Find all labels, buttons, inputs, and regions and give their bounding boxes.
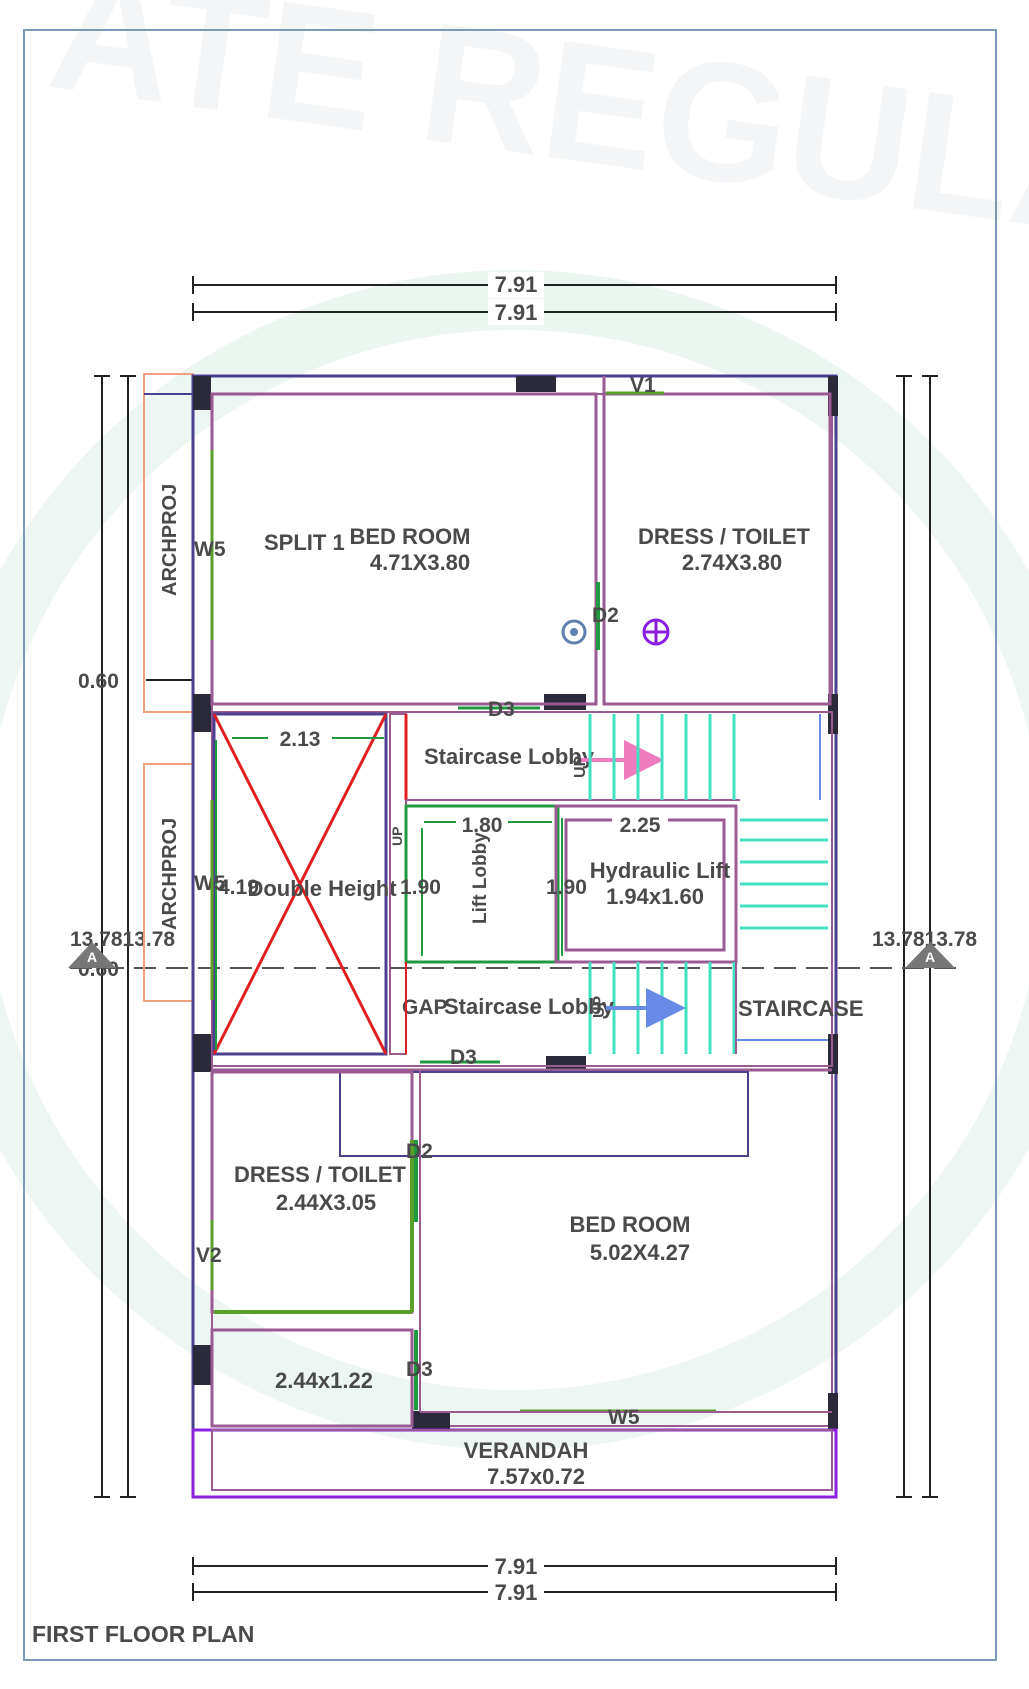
- dim-lift-h: 1.90: [546, 876, 587, 899]
- lift-lobby-label: Lift Lobby: [470, 832, 491, 924]
- archproj-label-2: ARCHPROJ: [159, 818, 181, 930]
- verandah-name: VERANDAH: [464, 1438, 589, 1463]
- dim-top-1: 7.91: [495, 272, 538, 297]
- dress-toilet-1-outline: [602, 392, 832, 706]
- section-mark-left: A: [68, 942, 116, 968]
- columns: [193, 376, 838, 1429]
- window-w5-left-2: W5: [194, 872, 226, 895]
- dress-toilet-1-size: 2.74X3.80: [682, 550, 782, 575]
- dress-toilet-2-name: DRESS / TOILET: [234, 1162, 407, 1187]
- up-label-3: UP: [591, 995, 608, 1018]
- label-d3-bottom: D3: [406, 1358, 433, 1381]
- dim-left-side: 13.7813.78: [70, 928, 175, 951]
- ceiling-fixture-1: [561, 619, 587, 645]
- dim-double-height-h: 4.19: [218, 876, 259, 899]
- hydraulic-lift-name: Hydraulic Lift: [590, 858, 731, 883]
- staircase-lobby-2-label: Staircase Lobby: [444, 994, 615, 1019]
- double-height-label: Double Height: [247, 876, 397, 901]
- watermark-text: ATE REGULA: [39, 0, 1029, 275]
- split-label: SPLIT 1: [264, 530, 345, 555]
- small-room-outline: [210, 1328, 414, 1428]
- dim-lift-lobby-h: 1.90: [400, 876, 441, 899]
- section-mark-right: A: [905, 942, 955, 968]
- dim-left-offset: 0.60: [78, 670, 119, 693]
- bedroom-1-size: 4.71X3.80: [370, 550, 470, 575]
- dim-bottom-2: 7.91: [495, 1580, 538, 1605]
- dim-double-height-w: 2.13: [280, 728, 321, 751]
- bedroom-2-top-recess: [339, 1071, 749, 1157]
- gap-label: GAP: [402, 996, 448, 1019]
- bedroom-1-name: BED ROOM: [350, 524, 471, 549]
- bedroom-2-name: BED ROOM: [570, 1212, 691, 1237]
- staircase-lobby-1-label: Staircase Lobby: [424, 744, 595, 769]
- label-d2-top: D2: [592, 604, 619, 627]
- dim-bottom-1: 7.91: [495, 1554, 538, 1579]
- hydraulic-lift-size: 1.94x1.60: [606, 884, 704, 909]
- dim-lift-lobby-w: 1.80: [462, 814, 503, 837]
- lift-lobby-outline: [404, 804, 560, 964]
- label-d3-top: D3: [488, 698, 515, 721]
- label-w5-bottom: W5: [608, 1406, 640, 1429]
- dim-lift-w: 2.25: [620, 814, 661, 837]
- section-label-right: A: [925, 949, 935, 965]
- dress-toilet-2-size: 2.44X3.05: [276, 1190, 376, 1215]
- up-label-2: UP: [389, 827, 405, 846]
- small-room-size: 2.44x1.22: [275, 1368, 373, 1393]
- drawing-title: FIRST FLOOR PLAN: [32, 1621, 254, 1647]
- bedroom-2-size: 5.02X4.27: [590, 1240, 690, 1265]
- up-label-1: UP: [572, 755, 589, 778]
- staircase-label: STAIRCASE: [738, 996, 864, 1021]
- dress-toilet-1-name: DRESS / TOILET: [638, 524, 811, 549]
- hydraulic-lift-shaft: [554, 804, 738, 964]
- left-dimensions: [94, 375, 193, 1498]
- staircase-treads: [588, 714, 828, 1054]
- label-v1: V1: [630, 374, 656, 397]
- dim-right-side: 13.7813.78: [872, 928, 977, 951]
- section-label-left: A: [87, 949, 97, 965]
- label-w5-left: W5: [194, 538, 226, 561]
- dim-top-2: 7.91: [495, 300, 538, 325]
- label-d2-bottom: D2: [406, 1140, 433, 1163]
- archproj-label-1: ARCHPROJ: [159, 484, 181, 596]
- verandah-size: 7.57x0.72: [487, 1464, 585, 1489]
- right-dimensions: [896, 375, 938, 1498]
- ceiling-fixture-2: [642, 618, 670, 646]
- label-d3-mid: D3: [450, 1046, 477, 1069]
- double-height-void: [212, 712, 388, 1056]
- label-v2: V2: [196, 1244, 222, 1267]
- sheet-border: [23, 29, 997, 1661]
